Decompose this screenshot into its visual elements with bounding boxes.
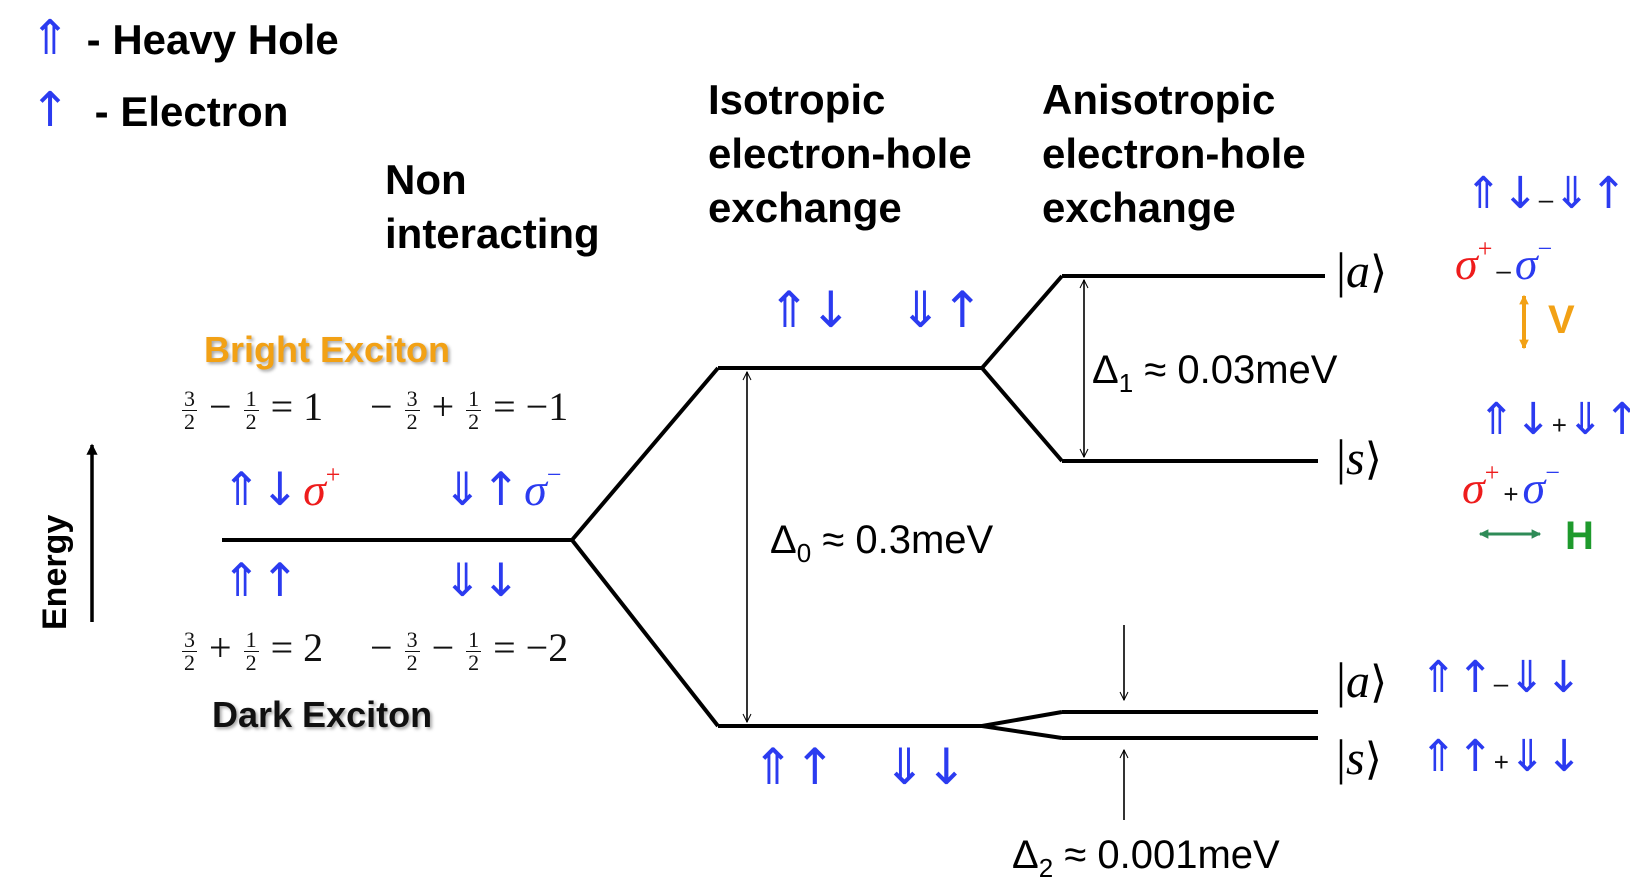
bright-spin-minus: ⇓↑σ− (443, 460, 562, 516)
vertical-polarization-label: V (1548, 298, 1575, 342)
dark-exciton-title: Dark Exciton (212, 694, 433, 735)
dark-s-spin-combination: ⇑↑+⇓↓ (1420, 731, 1583, 782)
isotropic-dark-spins: ⇑↑ ⇓↓ (752, 738, 968, 796)
ket-bright-a: |a⟩ (1336, 242, 1388, 298)
branch-to-dark (570, 538, 720, 728)
energy-axis-label: Energy (36, 514, 74, 630)
bright-s-spin-combination: ⇑↓+⇓↑ (1478, 394, 1630, 445)
dark-a-spin-combination: ⇑↑–⇓↓ (1420, 652, 1582, 703)
ket-dark-a: |a⟩ (1336, 652, 1388, 708)
bright-a-polarization-combination: σ+ – σ− (1455, 234, 1553, 289)
branch-to-bright-s (980, 366, 1064, 463)
branch-to-bright (570, 366, 720, 542)
legend-heavy-hole: ⇑ - Heavy Hole (30, 14, 339, 62)
header-isotropic: Isotropic electron-hole exchange (708, 76, 972, 231)
bright-s-polarization-combination: σ+ + σ− (1462, 458, 1560, 513)
double-up-arrow-icon: ⇑ (30, 10, 71, 66)
electron-label: - Electron (94, 88, 289, 135)
bright-a-spin-combination: ⇑↓–⇓↑ (1465, 168, 1627, 219)
header-anisotropic: Anisotropic electron-hole exchange (1042, 76, 1306, 231)
isotropic-bright-spins: ⇑↓ ⇓↑ (768, 281, 984, 339)
dark-spin-down-down: ⇓↓ (443, 553, 521, 607)
delta2-label: Δ2 ≈ 0.001meV (1012, 833, 1280, 883)
dark-spin-up-up: ⇑↑ (222, 553, 300, 607)
header-non-interacting: Non interacting (385, 156, 600, 257)
ket-dark-s: |s⟩ (1336, 729, 1382, 785)
branch-to-dark-s (981, 724, 1063, 740)
delta0-label: Δ0 ≈ 0.3meV (770, 518, 994, 568)
heavy-hole-label: - Heavy Hole (86, 16, 339, 63)
delta1-label: Δ1 ≈ 0.03meV (1092, 348, 1338, 398)
branch-to-bright-a (980, 274, 1064, 370)
bright-exciton-title: Bright Exciton (204, 329, 451, 370)
horizontal-polarization-label: H (1565, 514, 1594, 558)
legend-electron: ↑ - Electron (30, 86, 288, 134)
bright-spin-plus: ⇑↓σ+ (222, 460, 341, 516)
single-up-arrow-icon: ↑ (30, 82, 71, 138)
ket-bright-s: |s⟩ (1336, 429, 1382, 485)
branch-to-dark-a (981, 710, 1063, 728)
